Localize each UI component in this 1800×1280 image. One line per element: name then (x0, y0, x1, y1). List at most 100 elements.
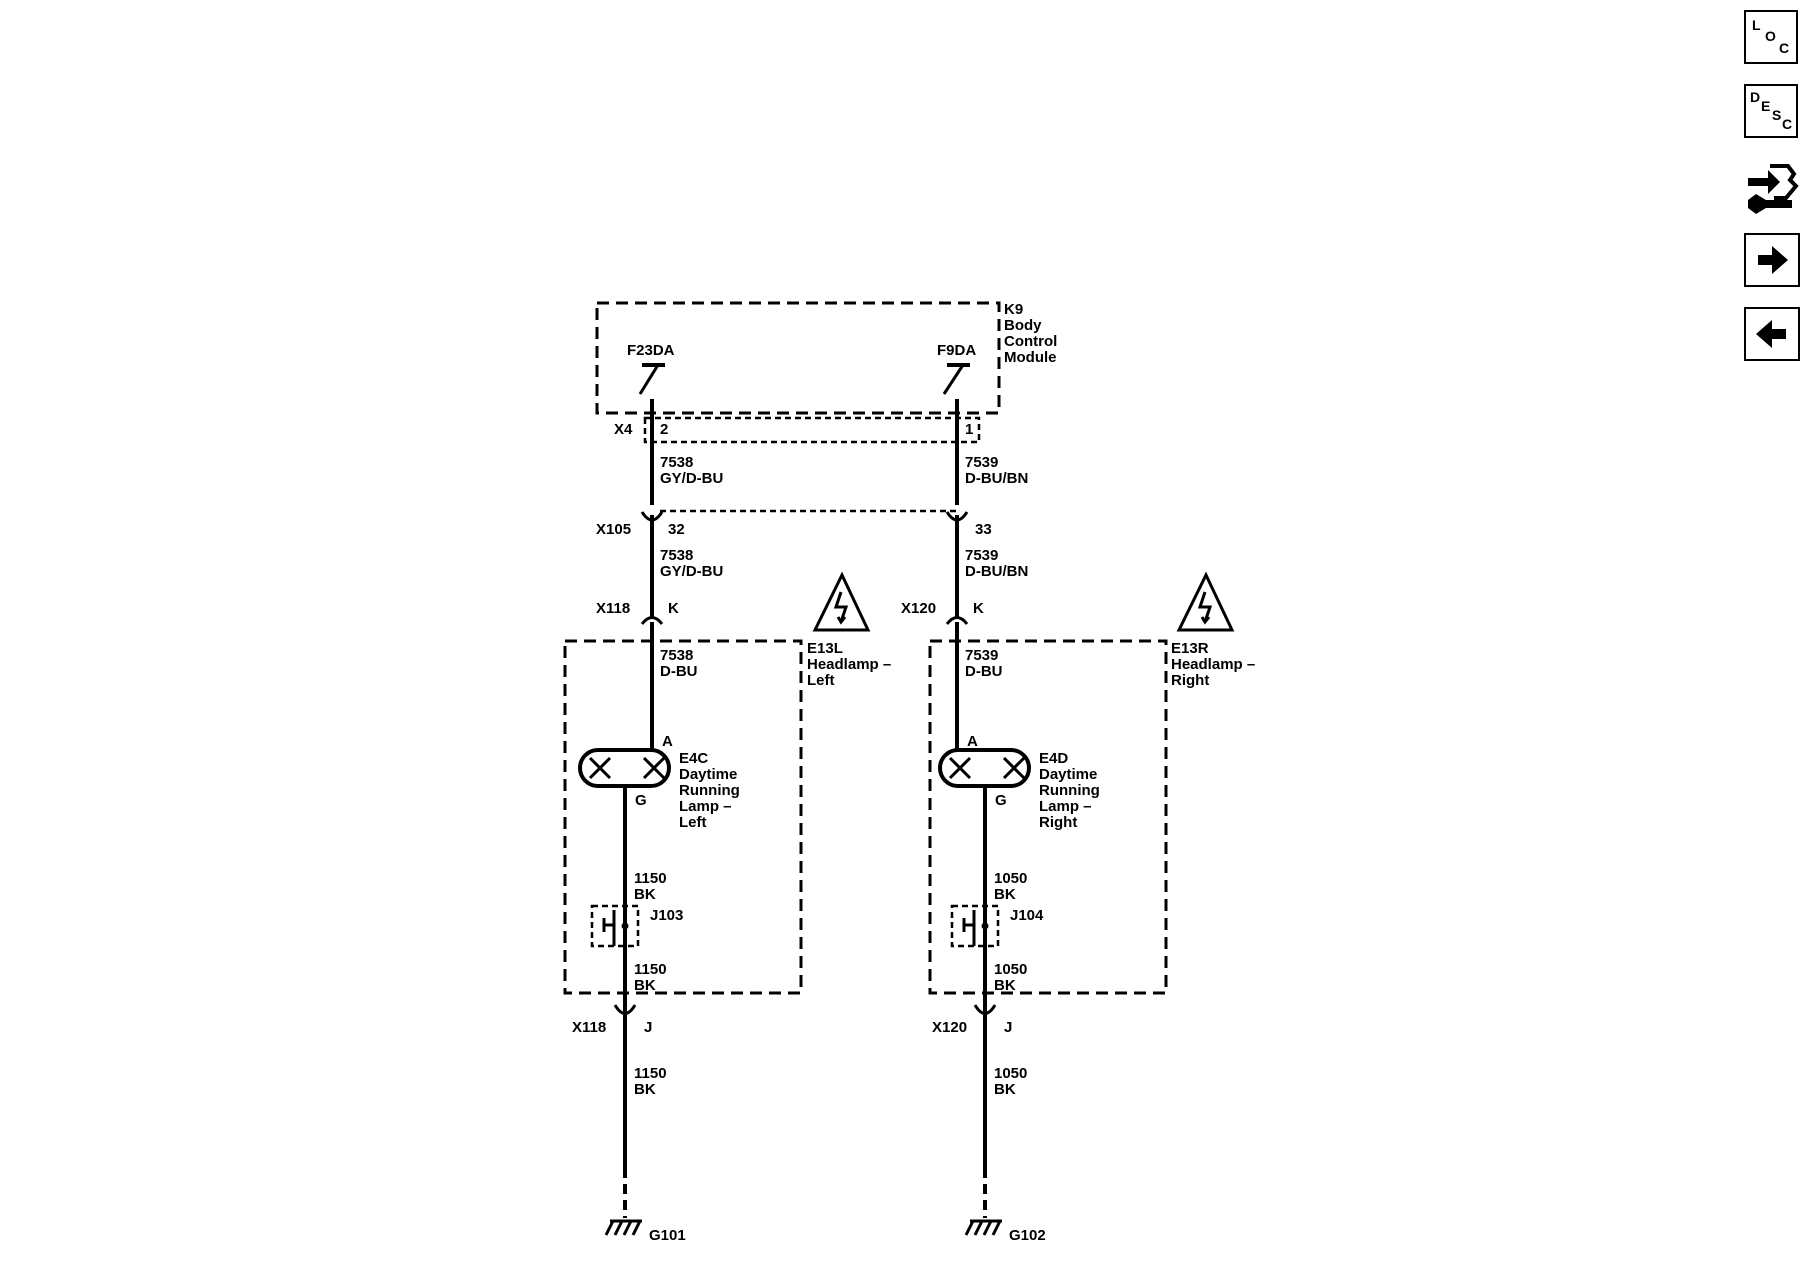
k9-module-box (595, 301, 1001, 415)
module-id: K9 (1004, 301, 1023, 318)
right-gnd2-color: BK (994, 977, 1016, 994)
right-x120-top-name: X120 (901, 600, 936, 617)
left-wire-top-color: GY/D-BU (660, 470, 723, 487)
right-ground-label: G102 (1009, 1227, 1046, 1244)
right-splice-bracket (962, 910, 976, 946)
right-gnd3-circuit: 1050 (994, 1065, 1027, 1082)
left-drl-x-mark-1 (588, 756, 612, 780)
right-ground-symbol (964, 1219, 1002, 1236)
right-headlamp-line2: Headlamp – (1171, 656, 1255, 673)
module-line3: Control (1004, 333, 1057, 350)
right-splice-dot (981, 922, 989, 930)
desc-button-char-3: S (1772, 107, 1782, 123)
left-x118-bottom-connector (613, 1004, 637, 1015)
left-drl-x-mark-2 (642, 756, 666, 780)
left-gnd2-color: BK (634, 977, 656, 994)
x105-label: X105 (596, 521, 631, 538)
left-drl-line5: Left (679, 814, 707, 831)
left-wire-lamp-color: D-BU (660, 663, 698, 680)
right-switch-blade (942, 364, 965, 395)
left-drl-line2: Daytime (679, 766, 737, 783)
module-line2: Body (1004, 317, 1042, 334)
left-warning-bolt-icon (833, 591, 849, 625)
right-wire-lamp-color: D-BU (965, 663, 1003, 680)
right-fuse-label: F9DA (937, 342, 976, 359)
right-x105-pin: 33 (975, 521, 992, 538)
right-x120-connector (945, 616, 969, 625)
right-x120-bottom-connector (973, 1004, 997, 1015)
right-wire-top-circuit: 7539 (965, 454, 998, 471)
right-gnd2-circuit: 1050 (994, 961, 1027, 978)
right-x120-bottom-pin: J (1004, 1019, 1012, 1036)
x4-connector-box (643, 416, 981, 444)
right-x4-pin: 1 (965, 421, 973, 438)
right-drl-line2: Daytime (1039, 766, 1097, 783)
left-gnd1-circuit: 1150 (634, 870, 667, 887)
loc-button-char-1: L (1752, 17, 1761, 33)
desc-button-char-4: C (1782, 116, 1793, 132)
desc-button[interactable]: D E S C (1744, 84, 1798, 138)
left-splice-bracket (602, 910, 616, 946)
desc-button-char-2: E (1761, 98, 1771, 114)
loc-button[interactable]: L O C (1744, 10, 1798, 64)
left-splice-label: J103 (650, 907, 683, 924)
prev-button[interactable] (1744, 307, 1800, 361)
left-x118-bottom-name: X118 (572, 1019, 606, 1036)
left-splice-box (590, 904, 640, 948)
left-wire-mid-color: GY/D-BU (660, 563, 723, 580)
left-splice-dot (621, 922, 629, 930)
connector-button[interactable] (1744, 158, 1800, 216)
left-x105-pin: 32 (668, 521, 685, 538)
left-drl-line3: Running (679, 782, 740, 799)
left-gnd1-color: BK (634, 886, 656, 903)
connector-wrench-icon (1748, 164, 1799, 214)
next-button[interactable] (1744, 233, 1800, 287)
right-lamp-pin-g: G (995, 792, 1007, 809)
left-wire-mid-circuit: 7538 (660, 547, 693, 564)
left-switch-blade (638, 364, 660, 395)
arrow-right-icon (1758, 246, 1788, 274)
left-ground-label: G101 (649, 1227, 686, 1244)
left-x118-top-pin: K (668, 600, 679, 617)
right-lamp-pin-a: A (967, 733, 978, 750)
left-drl-line1: E4C (679, 750, 708, 767)
left-x118-bottom-pin: J (644, 1019, 652, 1036)
right-drl-x-mark-2 (1002, 756, 1026, 780)
left-gnd3-circuit: 1150 (634, 1065, 667, 1082)
right-x120-top-pin: K (973, 600, 984, 617)
left-gnd2-circuit: 1150 (634, 961, 667, 978)
left-wire-lamp-circuit: 7538 (660, 647, 693, 664)
right-x120-bottom-name: X120 (932, 1019, 967, 1036)
loc-button-char-3: C (1779, 40, 1790, 56)
left-headlamp-line3: Left (807, 672, 835, 689)
arrow-left-icon (1756, 320, 1786, 348)
left-lamp-pin-a: A (662, 733, 673, 750)
left-warning-triangle (812, 571, 871, 632)
left-lamp-pin-g: G (635, 792, 647, 809)
left-fuse-label: F23DA (627, 342, 675, 359)
right-headlamp-line3: Right (1171, 672, 1209, 689)
left-wire-top-circuit: 7538 (660, 454, 693, 471)
right-splice-label: J104 (1010, 907, 1044, 924)
right-gnd1-color: BK (994, 886, 1016, 903)
right-warning-triangle (1176, 571, 1235, 632)
module-line4: Module (1004, 349, 1057, 366)
right-drl-line1: E4D (1039, 750, 1068, 767)
left-gnd3-color: BK (634, 1081, 656, 1098)
x4-label: X4 (614, 421, 633, 438)
right-gnd3-color: BK (994, 1081, 1016, 1098)
loc-button-char-2: O (1765, 28, 1776, 44)
right-gnd1-circuit: 1050 (994, 870, 1027, 887)
left-headlamp-box (563, 639, 803, 995)
right-wire-mid-color: D-BU/BN (965, 563, 1028, 580)
left-x118-top-name: X118 (596, 600, 630, 617)
right-headlamp-box (928, 639, 1168, 995)
left-headlamp-line1: E13L (807, 640, 843, 657)
right-headlamp-line1: E13R (1171, 640, 1209, 657)
right-drl-line3: Running (1039, 782, 1100, 799)
left-x118-connector (640, 616, 664, 625)
left-x4-pin: 2 (660, 421, 668, 438)
right-wire-top-color: D-BU/BN (965, 470, 1028, 487)
left-ground-symbol (604, 1219, 642, 1236)
